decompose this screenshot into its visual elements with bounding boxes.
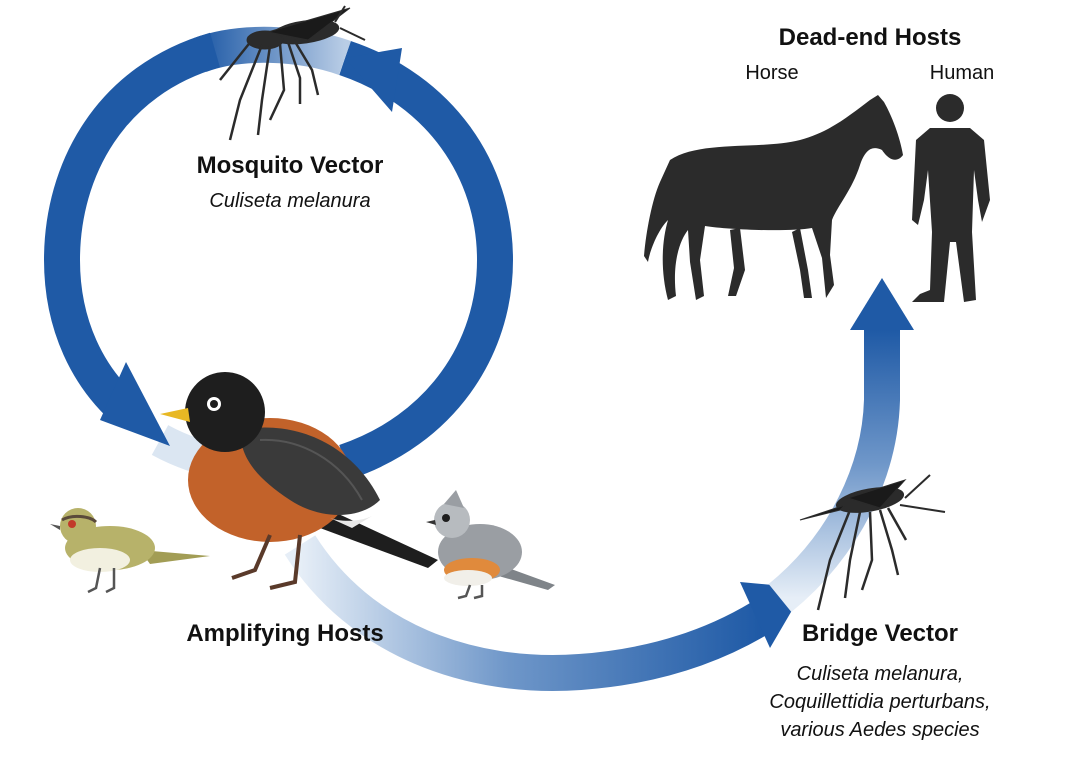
horse-icon [644, 95, 903, 300]
mosquito-icon [799, 474, 946, 611]
robin-icon [160, 372, 438, 590]
vireo-icon [50, 508, 210, 594]
human-icon [912, 94, 990, 302]
arrowhead-to-mosquito [345, 48, 402, 112]
bridge-vector-species-1: Culiseta melanura, [796, 663, 964, 685]
mosquito-icon [219, 5, 366, 141]
titmouse-icon [426, 490, 555, 600]
arrowhead-to-birds [100, 362, 170, 446]
bridge-vector-species-2: Coquillettidia perturbans, [769, 691, 991, 713]
arrow-to-bridge-vector [284, 535, 770, 691]
mosquito-vector-title: Mosquito Vector [196, 152, 384, 179]
mosquito-vector-species: Culiseta melanura [209, 190, 371, 212]
bridge-vector-title: Bridge Vector [801, 620, 959, 647]
human-label: Human [929, 62, 995, 84]
bridge-vector-species-3: various Aedes species [780, 719, 980, 741]
arrowhead-to-dead-end-hosts [850, 278, 914, 330]
dead-end-hosts-title: Dead-end Hosts [778, 24, 962, 51]
amplifying-hosts-title: Amplifying Hosts [186, 620, 384, 647]
horse-label: Horse [745, 62, 799, 84]
